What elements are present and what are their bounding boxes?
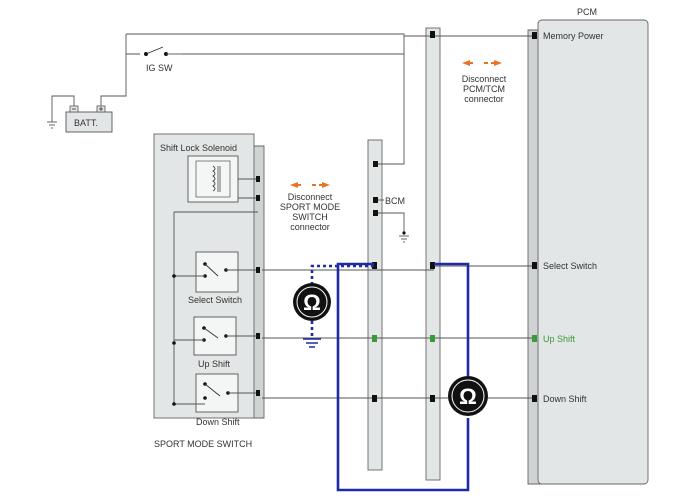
pcm-panel-side — [527, 29, 541, 485]
pin-pcm-memory — [532, 32, 537, 39]
pin-pcmtcm-down — [430, 395, 435, 402]
pcm-select-switch-label: Select Switch — [543, 261, 597, 271]
pin-sport-2 — [256, 195, 260, 201]
up-shift-switch-label: Up Shift — [198, 359, 231, 369]
pin-sport-select — [256, 267, 260, 273]
pin-pcmtcm-memory — [430, 31, 435, 38]
measurement-loop-wire-top — [434, 262, 470, 376]
disconnect-pcm-line2: PCM/TCM — [463, 84, 505, 94]
pin-pcmtcm-select — [430, 262, 435, 269]
pcm-title: PCM — [577, 7, 597, 17]
disconnect-sport-line1: Disconnect — [288, 192, 333, 202]
double-arrow-icon — [462, 60, 502, 66]
ig-switch-branch — [125, 34, 140, 55]
pin-pcm-up — [532, 335, 537, 342]
ground-icon — [303, 338, 321, 348]
ohm-symbol-1: Ω — [303, 290, 321, 315]
disconnect-pcm-line1: Disconnect — [462, 74, 507, 84]
ohmmeter-icon: Ω — [293, 283, 331, 321]
pcm-panel — [537, 19, 649, 485]
ground-icon — [47, 121, 57, 129]
select-switch-icon — [195, 251, 239, 293]
bcm-label: BCM — [385, 196, 405, 206]
ohmmeter-icon: Ω — [448, 376, 488, 416]
pcm-down-shift-label: Down Shift — [543, 394, 587, 404]
probe-dotted-wire — [310, 264, 374, 284]
down-shift-switch-label: Down Shift — [196, 417, 240, 427]
pin-bcm-2 — [373, 210, 378, 216]
up-shift-junction — [172, 341, 176, 345]
solenoid-coil-icon — [187, 155, 239, 203]
select-switch-label: Select Switch — [188, 295, 242, 305]
pin-sport-down — [256, 390, 260, 396]
pin-sport-1 — [256, 176, 260, 182]
disconnect-sport-line4: connector — [290, 222, 330, 232]
down-shift-junction — [172, 402, 176, 406]
ig-to-bcm-wire — [126, 33, 405, 165]
pcm-up-shift-label: Up Shift — [543, 334, 576, 344]
pin-sport-up — [256, 333, 260, 339]
ohm-symbol-2: Ω — [459, 384, 477, 409]
disconnect-pcm-line3: connector — [464, 94, 504, 104]
pin-bcm-down — [372, 395, 377, 402]
pin-bcm-select — [372, 262, 377, 269]
pin-bcm-ig — [373, 161, 378, 167]
shift-lock-solenoid-label: Shift Lock Solenoid — [160, 143, 237, 153]
battery-label: BATT. — [74, 118, 98, 128]
ground-icon — [399, 231, 409, 243]
bcm-connector-strip — [367, 139, 383, 471]
pcm-memory-power-label: Memory Power — [543, 31, 604, 41]
battery-positive-wire — [100, 54, 127, 106]
select-switch-junction — [172, 274, 176, 278]
pcm-tcm-connector-strip — [425, 27, 441, 481]
ig-switch-icon — [144, 46, 182, 56]
disconnect-sport-line2: SPORT MODE — [280, 202, 340, 212]
ig-switch-label: IG SW — [146, 63, 173, 73]
bcm-ground-wire — [378, 212, 405, 232]
disconnect-sport-line3: SWITCH — [292, 212, 328, 222]
battery-ground-wire — [51, 95, 75, 122]
pin-pcmtcm-up — [430, 335, 435, 342]
pin-bcm-up — [372, 335, 377, 342]
double-arrow-icon — [290, 182, 330, 188]
pin-pcm-select — [532, 262, 537, 269]
measurement-loop-wire — [336, 262, 470, 492]
pin-bcm-1 — [373, 197, 378, 203]
pin-pcm-down — [532, 395, 537, 402]
sport-mode-switch-label: SPORT MODE SWITCH — [154, 439, 252, 449]
